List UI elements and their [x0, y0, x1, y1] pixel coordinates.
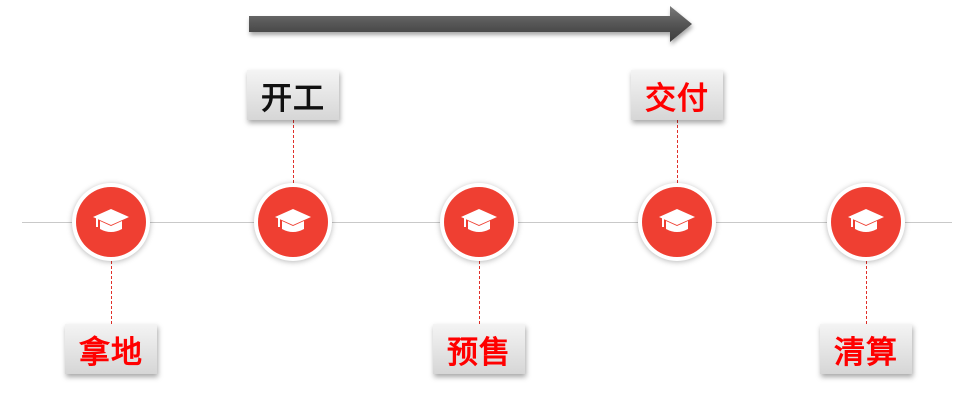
graduation-cap-icon	[275, 209, 311, 232]
milestone-node	[72, 183, 150, 261]
connector-line	[479, 261, 480, 324]
graduation-cap-icon	[93, 209, 129, 232]
right-arrow-icon	[249, 6, 692, 42]
milestone-label: 清算	[820, 324, 912, 374]
graduation-cap-icon	[461, 209, 497, 232]
milestone-label: 预售	[433, 324, 525, 374]
milestone-node	[827, 183, 905, 261]
node-fill	[831, 187, 901, 257]
milestone-node	[638, 183, 716, 261]
connector-line	[293, 120, 294, 183]
milestone-label: 拿地	[65, 324, 157, 374]
connector-line	[866, 261, 867, 324]
connector-line	[111, 261, 112, 324]
connector-line	[677, 120, 678, 183]
node-fill	[642, 187, 712, 257]
graduation-cap-icon	[659, 209, 695, 232]
milestone-node	[254, 183, 332, 261]
graduation-cap-icon	[848, 209, 884, 232]
milestone-label: 开工	[247, 70, 339, 120]
node-fill	[444, 187, 514, 257]
node-fill	[258, 187, 328, 257]
node-fill	[76, 187, 146, 257]
milestone-label: 交付	[631, 70, 723, 120]
milestone-node	[440, 183, 518, 261]
